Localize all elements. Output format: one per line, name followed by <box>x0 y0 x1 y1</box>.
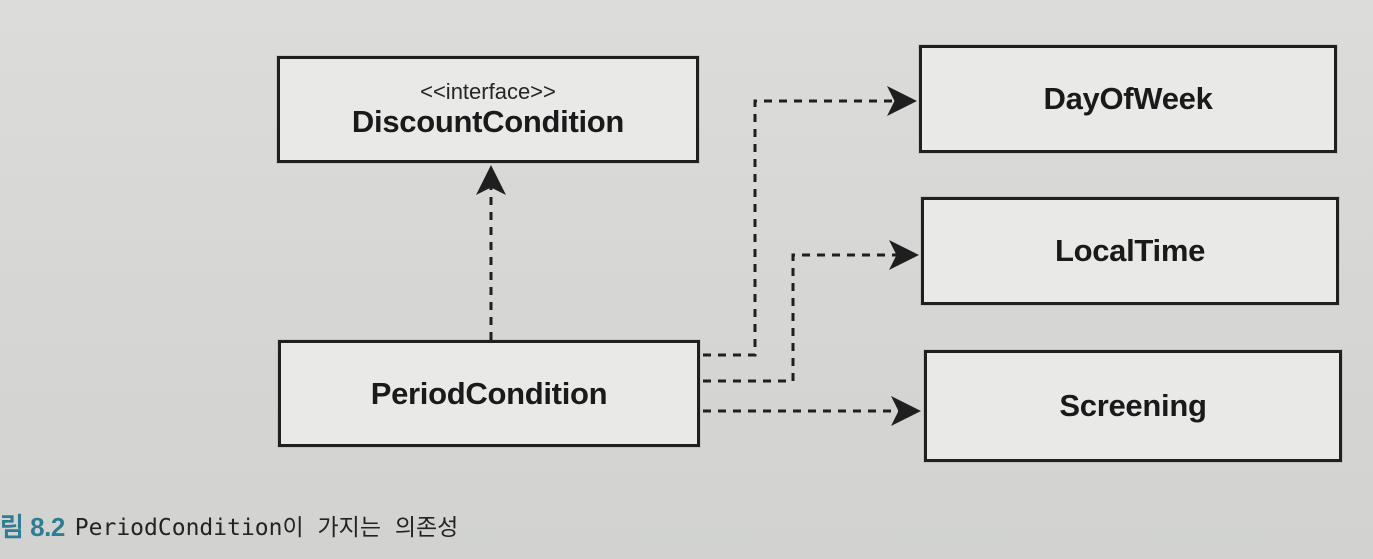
class-name-screening: Screening <box>1059 388 1207 423</box>
class-box-screening: Screening <box>924 350 1342 462</box>
figure-number: 림 8.2 <box>0 511 65 542</box>
figure-caption-text: PeriodCondition이 가지는 의존성 <box>74 515 459 541</box>
class-name-local-time: LocalTime <box>1054 233 1206 268</box>
stereotype-label: <<interface>> <box>420 78 556 104</box>
class-name-discount-condition: DiscountCondition <box>351 103 625 139</box>
figure-caption: 림 8.2 PeriodCondition이 가지는 의존성 <box>0 505 458 545</box>
class-name-day-of-week: DayOfWeek <box>1043 81 1213 116</box>
class-name-period-condition: PeriodCondition <box>370 375 608 411</box>
class-box-local-time: LocalTime <box>921 197 1339 305</box>
arrow-period-to-dayofweek <box>703 86 917 357</box>
class-box-discount-condition: <<interface>> DiscountCondition <box>277 56 699 163</box>
class-box-day-of-week: DayOfWeek <box>919 45 1337 153</box>
arrow-period-to-localtime <box>703 240 919 383</box>
class-box-period-condition: PeriodCondition <box>278 340 700 447</box>
